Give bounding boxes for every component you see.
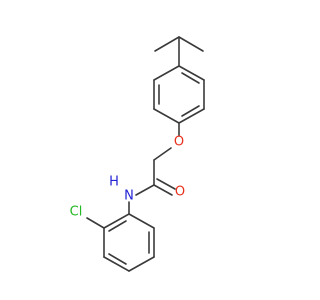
bond-carbonyl-double-a (153, 184, 173, 196)
bond-ring1-a (178, 65, 205, 81)
chlorine-label: Cl (70, 205, 83, 220)
molecule-canvas: O O N H Cl (70, 36, 205, 272)
amide-nitrogen-label: N (124, 189, 134, 204)
bond-ether-oxygen-to-ch2 (153, 147, 172, 161)
bond-carbonyl-double-b (156, 178, 176, 190)
bond-ring1-f (153, 65, 180, 81)
bond-isopropyl-methyl-right (178, 36, 204, 52)
bond-isopropyl-methyl-left (154, 36, 180, 52)
bond-ring2-f (103, 213, 130, 229)
structure-diagram: O O N H Cl (70, 36, 205, 272)
bond-ring2-double-3 (108, 220, 127, 232)
bond-ring1-d (153, 108, 180, 124)
bond-ring1-c (178, 108, 205, 124)
carbonyl-oxygen-label: O (175, 185, 185, 200)
bond-ring2-d (103, 256, 130, 272)
amide-hydrogen-label: H (109, 175, 119, 190)
bond-ring-to-chlorine (86, 217, 105, 229)
bond-ring2-a (128, 213, 155, 229)
bond-ring1-double-1 (181, 72, 200, 84)
bond-ring1-double-2 (181, 105, 200, 117)
bond-ring2-double-2 (108, 253, 127, 265)
ether-oxygen-label: O (174, 135, 184, 150)
bond-ring2-c (128, 256, 155, 272)
bond-carbonyl-to-nitrogen (135, 184, 155, 196)
